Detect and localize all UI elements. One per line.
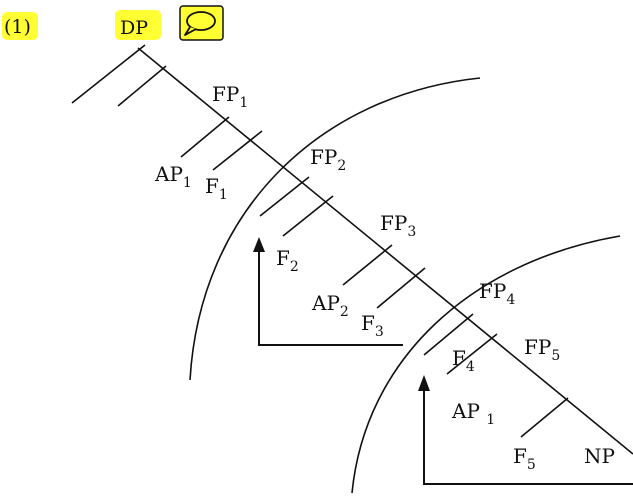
label-f3: F3: [361, 311, 384, 340]
label-fp4: FP4: [479, 279, 515, 308]
tick: [180, 116, 230, 158]
label-ap1-bottom: AP 1: [451, 399, 495, 428]
tick: [446, 333, 498, 375]
label-fp5: FP5: [524, 335, 560, 364]
dp-label-highlight: [115, 10, 161, 40]
label-f1: F1: [205, 174, 228, 203]
tick: [282, 195, 334, 237]
tick: [212, 130, 263, 171]
label-fp3: FP3: [380, 211, 416, 240]
label-ap1-top: AP1: [154, 162, 192, 191]
question-number: (1): [4, 16, 31, 38]
label-f2: F2: [276, 246, 299, 275]
upper-arrow: [253, 237, 403, 346]
label-f4: F4: [452, 346, 475, 375]
question-number-highlight: [2, 12, 38, 40]
label-fp1: FP1: [212, 82, 248, 111]
outer-arc: [189, 77, 481, 381]
tick: [117, 65, 167, 107]
tick: [376, 267, 426, 309]
tick: [71, 44, 146, 104]
speech-bubble-icon[interactable]: [179, 5, 224, 41]
tick: [259, 176, 310, 217]
label-f5: F5: [513, 444, 536, 473]
tick: [342, 244, 393, 286]
label-fp2: FP2: [310, 145, 346, 174]
label-np: NP: [584, 444, 615, 468]
inner-arc: [351, 235, 621, 494]
label-ap2: AP2: [311, 291, 349, 320]
dp-label: DP: [120, 17, 148, 39]
tick: [520, 397, 569, 438]
lower-arrow: [418, 375, 633, 485]
tick: [423, 313, 474, 356]
